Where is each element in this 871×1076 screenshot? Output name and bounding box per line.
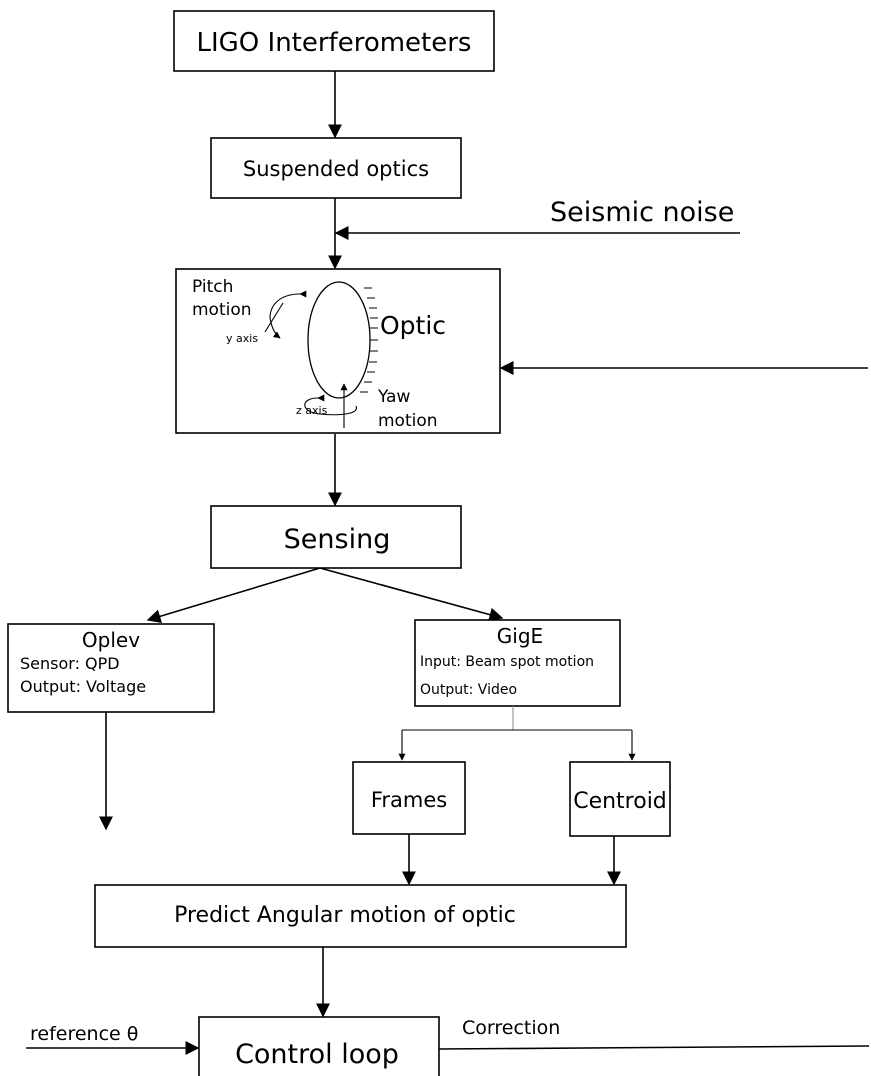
correction-label: Correction xyxy=(462,1017,560,1039)
oplev-node: Oplev Sensor: QPD Output: Voltage xyxy=(7,623,215,713)
yaw-label-line2: motion xyxy=(378,411,438,431)
pitch-label-line2: motion xyxy=(192,300,252,320)
yaw-rotation-icon xyxy=(304,394,357,416)
yaw-label-line1: Yaw xyxy=(377,387,410,407)
seismic-noise-label: Seismic noise xyxy=(550,197,734,228)
suspended-optics-label: Suspended optics xyxy=(243,157,429,181)
arrow-sensing-to-oplev xyxy=(146,567,321,624)
correction-output-line xyxy=(438,1045,870,1050)
y-axis-label: y axis xyxy=(226,332,258,345)
arrow-sensing-to-gige xyxy=(319,567,504,622)
frames-label: Frames xyxy=(371,788,447,812)
sensing-label: Sensing xyxy=(284,524,391,555)
predict-label: Predict Angular motion of optic xyxy=(174,903,516,928)
pitch-axis-line xyxy=(264,302,284,333)
gige-title: GigE xyxy=(497,624,543,648)
oplev-output: Output: Voltage xyxy=(20,677,146,696)
optic-surface-hatch xyxy=(360,287,378,393)
oplev-sensor: Sensor: QPD xyxy=(20,654,120,673)
predict-node: Predict Angular motion of optic xyxy=(94,884,627,948)
pitch-label-line1: Pitch xyxy=(192,277,233,297)
gige-output: Output: Video xyxy=(420,682,517,698)
oplev-title: Oplev xyxy=(82,628,140,652)
ligo-label: LIGO Interferometers xyxy=(197,28,472,58)
control-loop-label: Control loop xyxy=(235,1039,399,1070)
gige-input: Input: Beam spot motion xyxy=(420,654,594,670)
control-loop-node: Control loop xyxy=(198,1016,440,1076)
pitch-rotation-icon xyxy=(269,290,307,339)
gige-node: GigE Input: Beam spot motion Output: Vid… xyxy=(414,619,621,707)
suspended-optics-node: Suspended optics xyxy=(210,137,462,199)
ligo-node: LIGO Interferometers xyxy=(173,10,495,72)
frames-node: Frames xyxy=(352,761,466,835)
optic-label: Optic xyxy=(380,311,446,340)
sensing-node: Sensing xyxy=(210,505,462,569)
optic-node: Pitch motion y axis Optic z axis Yaw mot… xyxy=(175,268,501,434)
gige-split-connector xyxy=(398,706,636,761)
centroid-label: Centroid xyxy=(573,789,667,814)
centroid-node: Centroid xyxy=(569,761,671,837)
reference-label: reference θ xyxy=(30,1023,138,1045)
z-axis-label: z axis xyxy=(296,404,328,417)
